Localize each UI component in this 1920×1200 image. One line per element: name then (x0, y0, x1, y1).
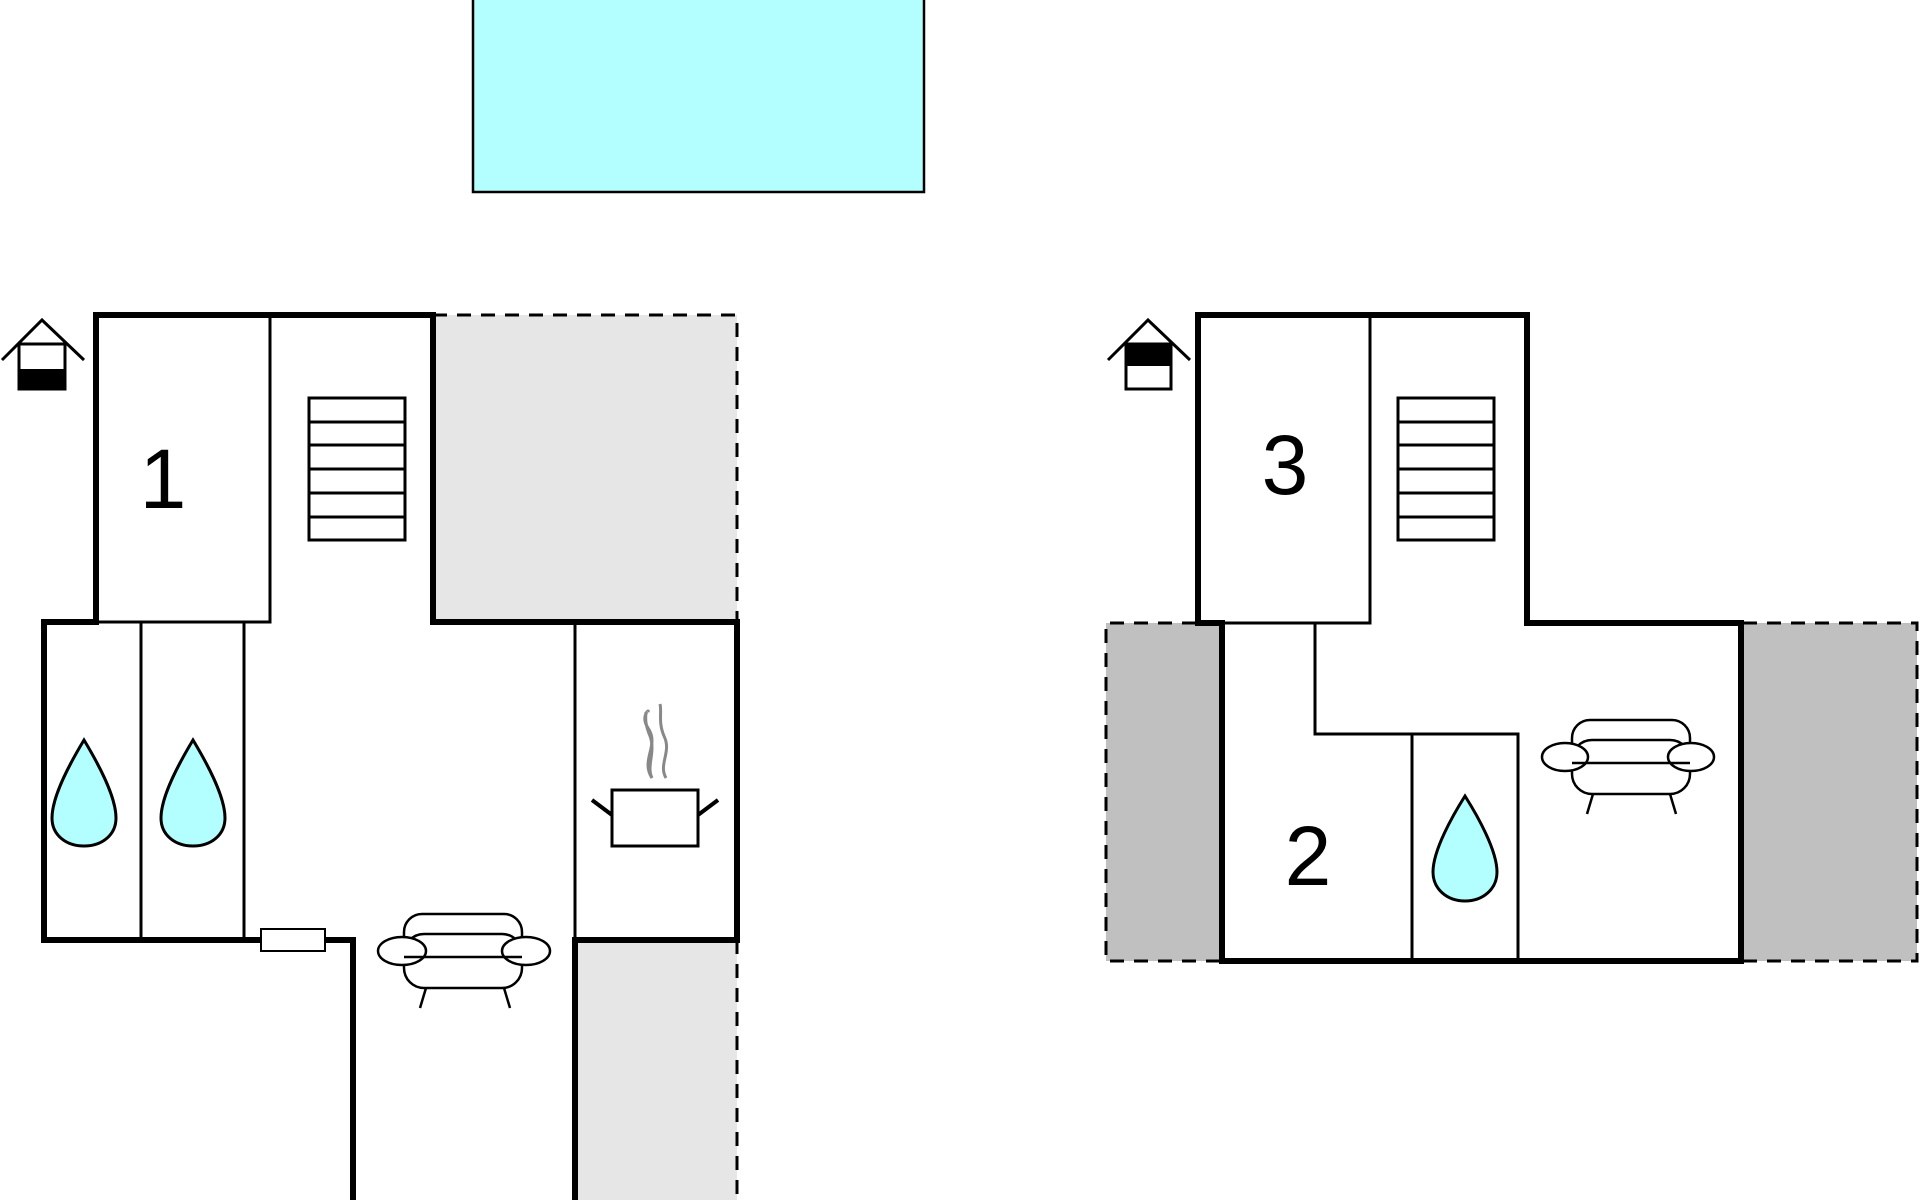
cooking-pot-icon (590, 703, 720, 848)
room-1 (94, 313, 272, 624)
radiator-icon (260, 928, 326, 952)
terrace-top-right-outline (433, 313, 739, 620)
shower-drop-icon (159, 737, 227, 848)
room-3-walls (1196, 313, 1372, 625)
stairs-icon (307, 396, 407, 542)
patio-right-outline (1743, 621, 1919, 963)
patio-left-outline (1104, 621, 1220, 963)
shower-drop-icon (1431, 793, 1499, 903)
ground-floor-plan: 1 (0, 312, 740, 1200)
terrace-bottom-right (575, 940, 737, 1200)
room-3-number: 3 (1262, 418, 1309, 512)
terrace-top-right (433, 315, 737, 620)
patio-right (1743, 623, 1917, 961)
stairs-icon (1396, 396, 1496, 542)
upper-floor-plan: 3 2 (1104, 312, 1919, 964)
ground-floor-house-icon (0, 317, 86, 391)
sofa-icon (1540, 718, 1716, 815)
patio-left (1106, 623, 1220, 961)
pool (471, 0, 926, 194)
room-1-number: 1 (140, 432, 187, 526)
room-2-walls (1313, 621, 1520, 963)
room-2-number: 2 (1285, 809, 1332, 903)
sofa-icon (376, 912, 552, 1009)
shower-drop-icon (50, 737, 118, 848)
upper-floor-house-icon (1106, 317, 1192, 391)
